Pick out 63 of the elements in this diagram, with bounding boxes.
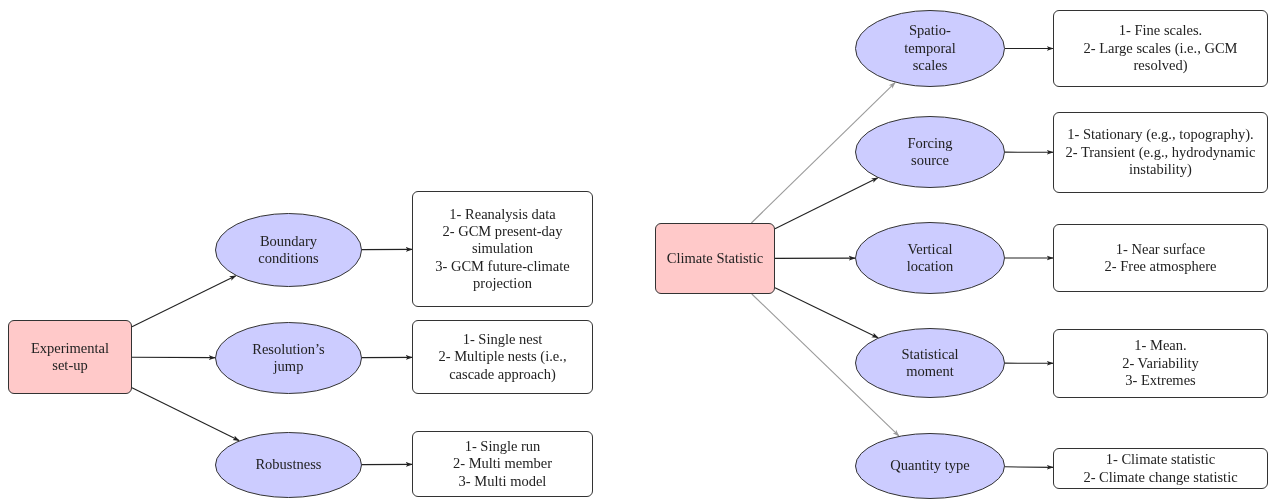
arrow <box>751 293 900 437</box>
arrow <box>1004 46 1054 51</box>
arrow <box>1004 464 1054 470</box>
option-text: 1- Single nest <box>462 330 543 349</box>
options-box <box>1053 224 1268 292</box>
category-label: Quantity type <box>890 457 970 475</box>
category-label: Spatio-temporal scales <box>903 22 957 75</box>
category-label: Forcing source <box>906 134 954 170</box>
category-ellipse <box>855 328 1005 398</box>
arrow <box>361 247 413 252</box>
category-label: Statistical moment <box>900 345 960 381</box>
category-label: Climate Statistic <box>666 249 764 268</box>
category-label: Robustness <box>255 456 322 474</box>
category-ellipse <box>215 432 362 498</box>
category-ellipse <box>215 213 362 287</box>
arrow <box>131 355 216 361</box>
option-text: 1- Near surface <box>1115 240 1206 258</box>
category-label: Vertical location <box>905 240 955 276</box>
category-ellipse <box>855 222 1005 294</box>
arrow <box>774 177 879 230</box>
arrow <box>361 355 413 360</box>
root-box <box>8 320 132 394</box>
option-text: 2- Multi member <box>452 455 553 473</box>
option-text: 2- Free atmosphere <box>1104 258 1217 276</box>
options-box <box>1053 10 1268 87</box>
option-text: 1- Single run <box>464 437 541 456</box>
option-text: 1- Stationary (e.g., topography). <box>1067 126 1254 144</box>
option-text: 2- Climate change statistic <box>1083 468 1238 486</box>
category-label: Resolution’s jump <box>251 340 326 376</box>
options-box <box>412 431 593 497</box>
options-box <box>412 320 593 394</box>
arrow <box>131 387 240 442</box>
options-box <box>1053 112 1268 193</box>
option-text: 1- Climate statistic <box>1105 451 1216 469</box>
arrow <box>774 287 879 339</box>
options-box <box>1053 329 1268 398</box>
option-text: 1- Mean. <box>1134 337 1187 355</box>
option-text: 2- Multiple nests (i.e., cascade approach) <box>437 348 568 384</box>
arrow <box>1004 255 1054 261</box>
option-text: 1- Fine scales. <box>1118 22 1203 40</box>
arrow <box>774 255 856 261</box>
option-text: 3- Extremes <box>1125 372 1196 390</box>
option-text: 2- Large scales (i.e., GCM resolved) <box>1082 39 1239 75</box>
option-text: 2- GCM present-day simulation <box>441 222 564 258</box>
category-ellipse <box>215 322 362 394</box>
option-text: 3- GCM future-climate projection <box>434 257 571 293</box>
arrow <box>1004 149 1054 155</box>
arrow <box>750 82 896 224</box>
options-box <box>1053 448 1268 489</box>
option-text: 2- Transient (e.g., hydrodynamic instability) <box>1064 143 1257 179</box>
option-text: 2- Variability <box>1122 354 1199 373</box>
arrow <box>1004 360 1054 366</box>
root-box <box>655 223 775 294</box>
category-ellipse <box>855 116 1005 188</box>
options-box <box>412 191 593 307</box>
arrow <box>131 275 237 328</box>
option-text: 1- Reanalysis data <box>449 205 556 223</box>
category-label: Boundary conditions <box>257 232 320 268</box>
arrow <box>361 462 413 467</box>
category-ellipse <box>855 433 1005 499</box>
category-ellipse <box>855 10 1005 87</box>
category-label: Experimental set-up <box>29 339 111 375</box>
option-text: 3- Multi model <box>458 472 547 491</box>
